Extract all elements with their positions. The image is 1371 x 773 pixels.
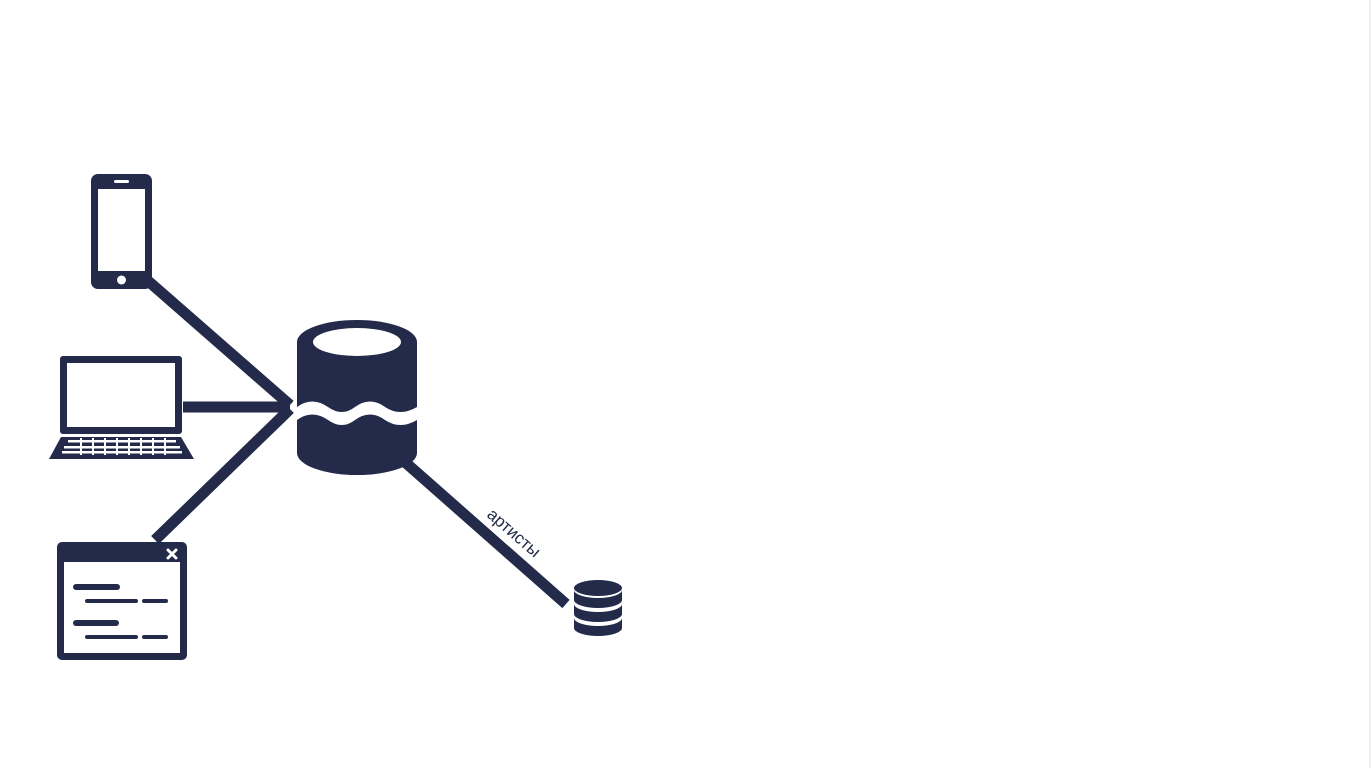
database-icon bbox=[574, 580, 622, 636]
connector-window-to-lake bbox=[151, 405, 294, 544]
close-icon bbox=[166, 548, 178, 560]
browser-window-icon bbox=[57, 542, 187, 660]
connector-phone-to-lake bbox=[143, 275, 294, 410]
connector-lake-to-database bbox=[402, 458, 570, 609]
connector-lines bbox=[143, 275, 570, 609]
smartphone-icon bbox=[91, 174, 152, 289]
laptop-icon bbox=[49, 356, 194, 459]
data-lake-icon bbox=[297, 320, 417, 475]
divider bbox=[1369, 0, 1371, 768]
